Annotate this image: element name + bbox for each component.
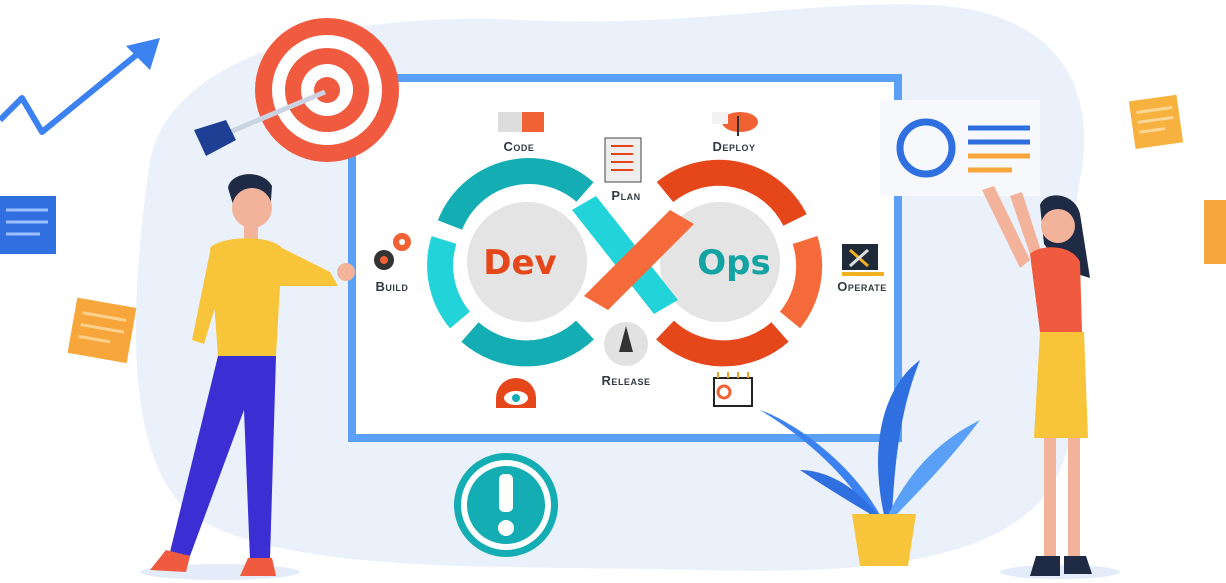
stage-label-release: Release	[602, 373, 651, 388]
woman-figure	[982, 186, 1120, 579]
devops-infinity-loop: Dev Ops	[427, 158, 823, 367]
plant-icon	[760, 360, 980, 566]
stage-label-build: Build	[376, 279, 409, 294]
stage-label-plan: Plan	[611, 188, 640, 203]
ops-label: Ops	[697, 243, 770, 283]
gear-icon	[660, 202, 780, 322]
exclamation-alert-icon	[454, 453, 558, 557]
stage-label-code: Code	[504, 139, 535, 154]
chart-card	[880, 100, 1040, 196]
release-rocket-icon	[604, 322, 648, 366]
operate-toolbox-icon	[842, 244, 884, 276]
target-icon	[194, 18, 399, 162]
plan-icon	[604, 137, 642, 183]
man-figure	[140, 174, 355, 580]
monitor-eye-icon	[496, 378, 536, 408]
build-gears-icon	[374, 233, 411, 270]
test-calendar-icon	[713, 372, 753, 407]
stage-label-operate: Operate	[837, 279, 886, 294]
sticky-note-icon	[67, 297, 137, 364]
stage-label-deploy: Deploy	[713, 139, 756, 154]
deploy-cloud-icon	[712, 112, 758, 136]
dev-label: Dev	[483, 243, 556, 283]
code-icon	[498, 112, 544, 132]
sticky-note-icon	[1128, 94, 1184, 149]
sticky-note-icon	[0, 196, 56, 254]
trend-arrow-icon	[0, 38, 160, 135]
sticky-note-icon	[1204, 200, 1226, 264]
gear-icon	[467, 202, 587, 322]
